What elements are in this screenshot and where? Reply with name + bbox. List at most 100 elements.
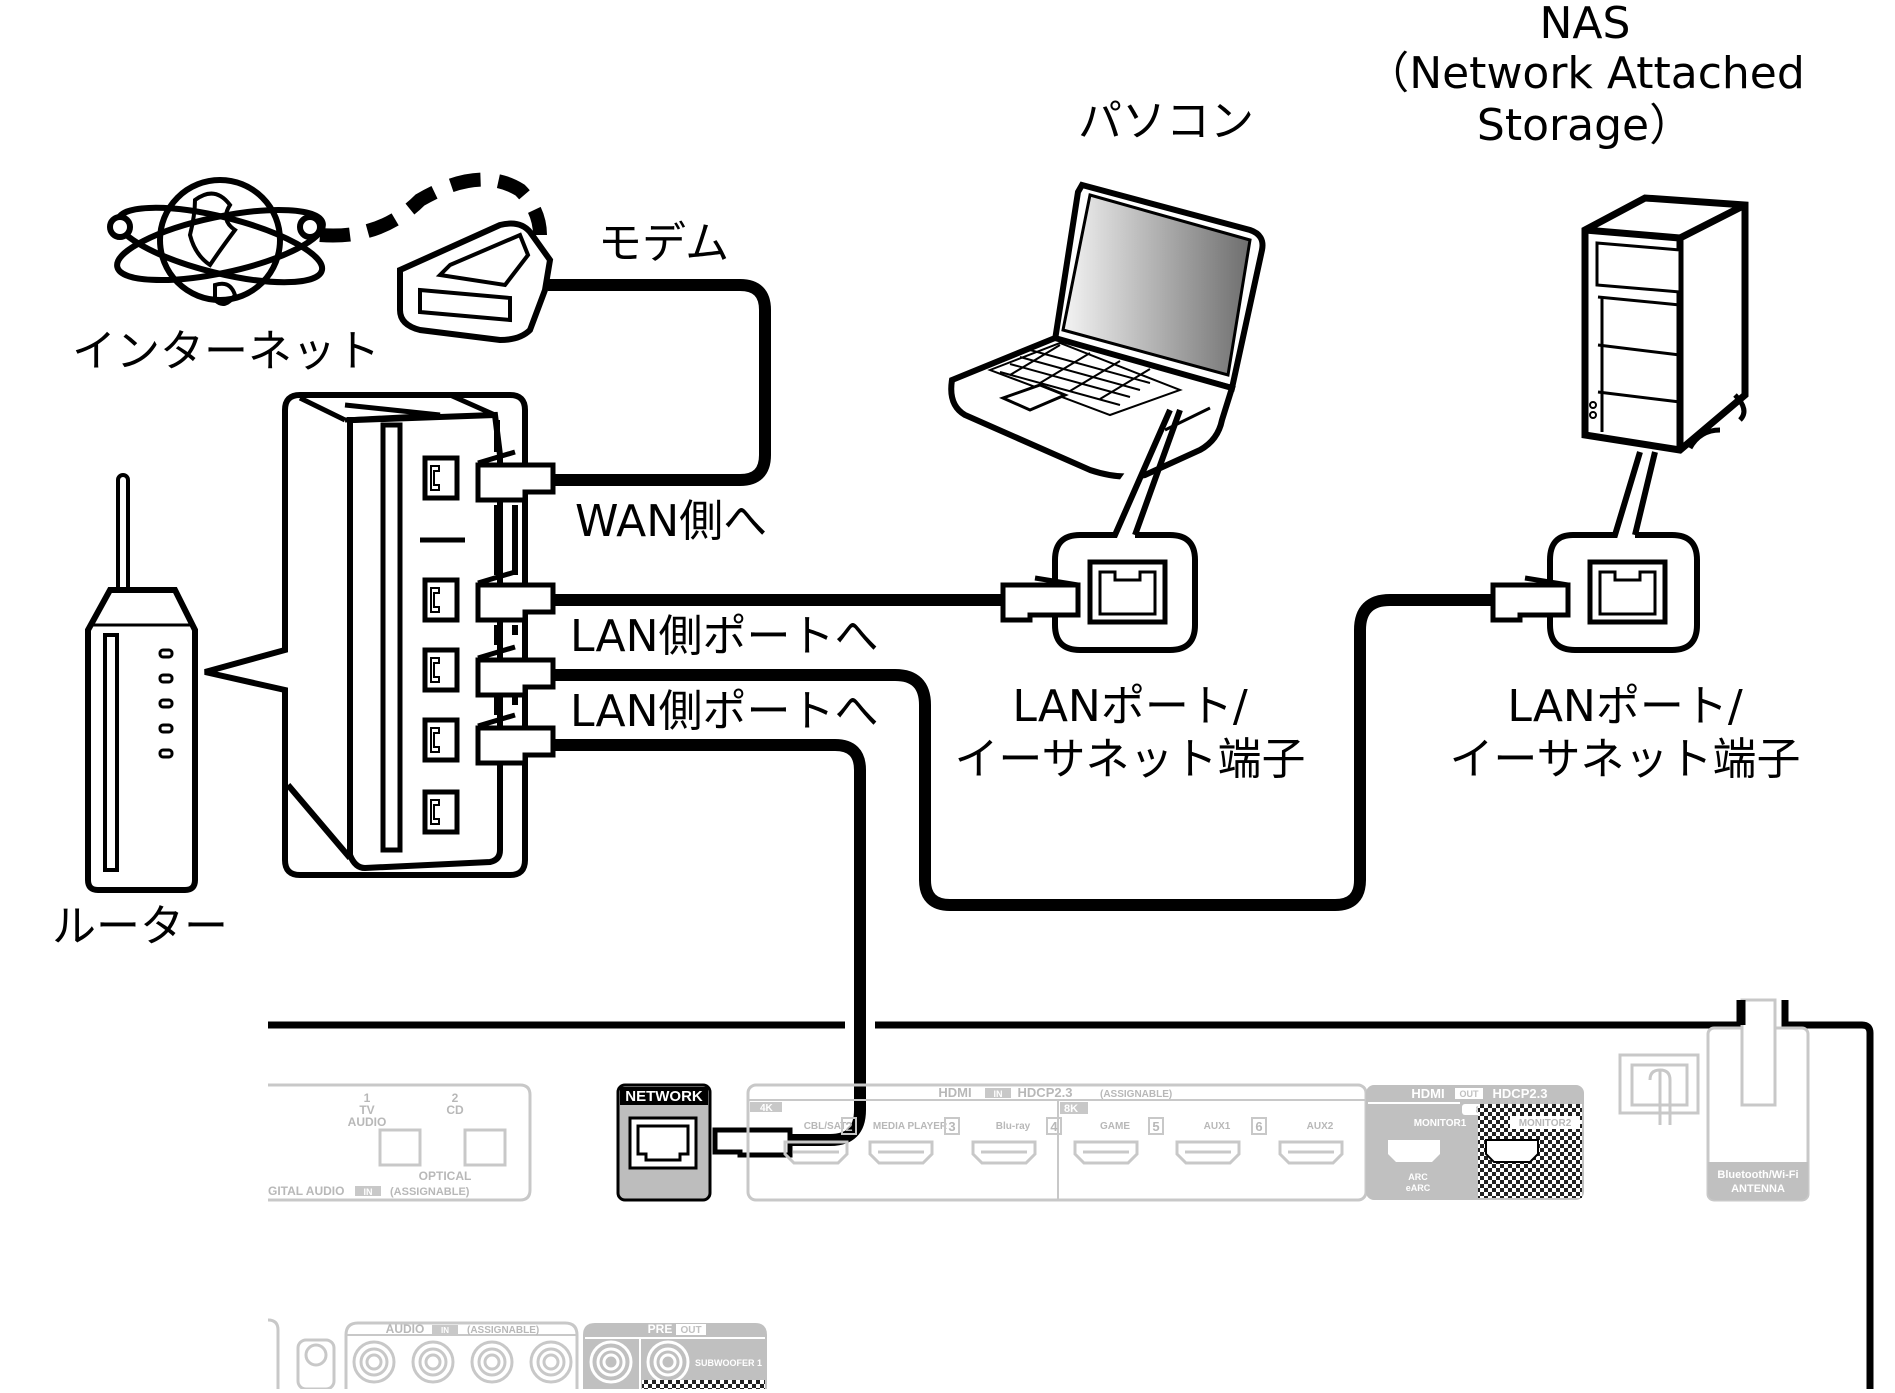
audio-in-assignable: (ASSIGNABLE) (467, 1325, 539, 1336)
digital-audio-assignable: (ASSIGNABLE) (390, 1186, 470, 1198)
audio-in-section: AUDIO IN (ASSIGNABLE) (267, 1318, 579, 1391)
pc-port-label-line2: イーサネット端子 (954, 734, 1306, 785)
hdmi-input-number: 4 (1050, 1119, 1058, 1134)
rj45-plug-nas (1490, 575, 1571, 623)
rj45-plug-lan2 (475, 644, 556, 698)
antenna-label-line2: ANTENNA (1731, 1183, 1785, 1195)
modem-label: モデム (598, 218, 730, 269)
digital-audio-header: GITAL AUDIO (268, 1184, 344, 1198)
optical-2-number: 2 (452, 1091, 459, 1105)
audio-in-header: AUDIO (386, 1322, 425, 1336)
bluetooth-wifi-antenna: Bluetooth/Wi-Fi ANTENNA (1706, 998, 1810, 1202)
hdmi-out-header: HDMI (1411, 1086, 1444, 1101)
optical-1-name: TV (359, 1103, 374, 1117)
pc-ethernet-port-icon (1087, 559, 1168, 625)
hdmi-input-number: 2 (845, 1119, 852, 1134)
router-port-lan4 (422, 789, 460, 835)
hdmi-out-earc: eARC (1406, 1183, 1431, 1193)
hdmi-in-header: HDMI (938, 1085, 971, 1100)
hdmi-input-4: 4 GAME (1046, 1117, 1139, 1165)
hdmi-out-arc: ARC (1408, 1172, 1428, 1182)
nas-label-line3: Storage） (1476, 100, 1694, 151)
internet-globe-icon (107, 177, 326, 306)
rj45-plug-lan1 (475, 569, 556, 623)
rj45-plug-wan (475, 449, 556, 503)
wan-cable (548, 279, 771, 486)
nas-label-line2: （Network Attached (1365, 48, 1805, 99)
hdmi-input-name: AUX1 (1204, 1121, 1231, 1132)
hdmi-input-number-box (841, 1117, 857, 1135)
rj45-plug-receiver (712, 1127, 793, 1158)
hdmi-out-hdcp: HDCP2.3 (1493, 1086, 1548, 1101)
hdmi-out-monitor2: MONITOR2 (1519, 1118, 1572, 1129)
hdmi-input-number-box (1148, 1117, 1164, 1135)
hdmi-in-hdcp: HDCP2.3 (1018, 1085, 1073, 1100)
pre-out-section: PRE OUT SUBWOOFER 1 (583, 1322, 767, 1389)
rj45-plug-pc (1000, 575, 1081, 623)
hdmi-port-icon (971, 1140, 1037, 1165)
hdmi-port-icon (783, 1140, 849, 1165)
digital-audio-in-badge: IN (364, 1187, 373, 1197)
pc-label: パソコン (1078, 96, 1254, 147)
laptop-pc-icon (948, 181, 1266, 480)
hdmi-input-number: 5 (1152, 1119, 1159, 1134)
lan-port-label-2: LAN側ポートへ (570, 686, 879, 737)
optical-1-name2: AUDIO (348, 1115, 387, 1129)
optical-label: OPTICAL (419, 1169, 472, 1183)
router-port-wan (422, 455, 460, 501)
power-inlet-icon (1618, 1053, 1700, 1125)
pre-out-header: PRE (648, 1322, 673, 1336)
antenna-label-line1: Bluetooth/Wi-Fi (1717, 1169, 1798, 1181)
internet-label: インターネット (72, 326, 380, 377)
router-label: ルーター (52, 901, 228, 952)
hdmi-in-4k-badge: 4K (760, 1103, 774, 1114)
hdmi-input-6: 6 AUX2 (1251, 1117, 1344, 1165)
nas-port-label-line1: LANポート/ (1507, 681, 1743, 732)
nas-tower-icon (1581, 194, 1749, 454)
nas-port-label-line2: イーサネット端子 (1449, 734, 1801, 785)
network-label: NETWORK (625, 1088, 703, 1105)
nas-ethernet-port-icon (1587, 559, 1668, 625)
hdmi-input-name: AUX2 (1307, 1121, 1334, 1132)
lan-cable-receiver (553, 739, 866, 1146)
router-port-lan2 (422, 647, 460, 693)
nas-label-line1: NAS (1539, 0, 1631, 49)
router-icon (85, 473, 198, 893)
rj45-plug-lan3 (475, 712, 556, 766)
wan-port-label: WAN側へ (575, 496, 768, 547)
hdmi-port-icon (1175, 1140, 1241, 1165)
pre-out-badge: OUT (680, 1325, 701, 1336)
hdmi-out-monitor1: MONITOR1 (1414, 1118, 1467, 1129)
pc-port-label-line1: LANポート/ (1012, 681, 1248, 732)
internet-connection-dashed (319, 172, 547, 243)
optical-1-number: 1 (364, 1091, 371, 1105)
hdmi-in-assignable: (ASSIGNABLE) (1100, 1089, 1172, 1100)
lan-cable-nas (553, 594, 1495, 911)
optical-2-name: CD (446, 1103, 464, 1117)
hdmi-out-section: HDMI OUT HDCP2.3 8K MONITOR2 MONITOR1 AR… (1366, 1085, 1584, 1200)
router-side-marks (494, 420, 518, 715)
hdmi-in-badge: IN (994, 1089, 1003, 1099)
hdmi-port-icon (868, 1140, 934, 1165)
receiver-back-panel: 1 TV AUDIO 2 CD OPTICAL GITAL AUDIO IN (… (267, 998, 1874, 1391)
hdmi-input-5: 5 AUX1 (1148, 1117, 1241, 1165)
hdmi-input-number-box (1251, 1117, 1267, 1135)
hdmi-input-number: 3 (948, 1119, 955, 1134)
hdmi-input-number-box (944, 1117, 960, 1135)
hdmi-input-number-box (1046, 1117, 1062, 1135)
hdmi-in-8k-badge: 8K (1064, 1103, 1078, 1115)
hdmi-out-badge: OUT (1460, 1089, 1480, 1099)
modem-icon (397, 220, 554, 344)
subwoofer-label: SUBWOOFER 1 (695, 1358, 762, 1368)
hdmi-input-name: Blu-ray (996, 1121, 1031, 1132)
hdmi-input-name: GAME (1100, 1121, 1130, 1132)
hdmi-port-icon (1073, 1140, 1139, 1165)
audio-in-badge: IN (441, 1326, 449, 1335)
lan-port-label-1: LAN側ポートへ (570, 611, 879, 662)
hdmi-input-number: 6 (1255, 1119, 1262, 1134)
hdmi-input-1: CBL/SAT (783, 1121, 849, 1165)
